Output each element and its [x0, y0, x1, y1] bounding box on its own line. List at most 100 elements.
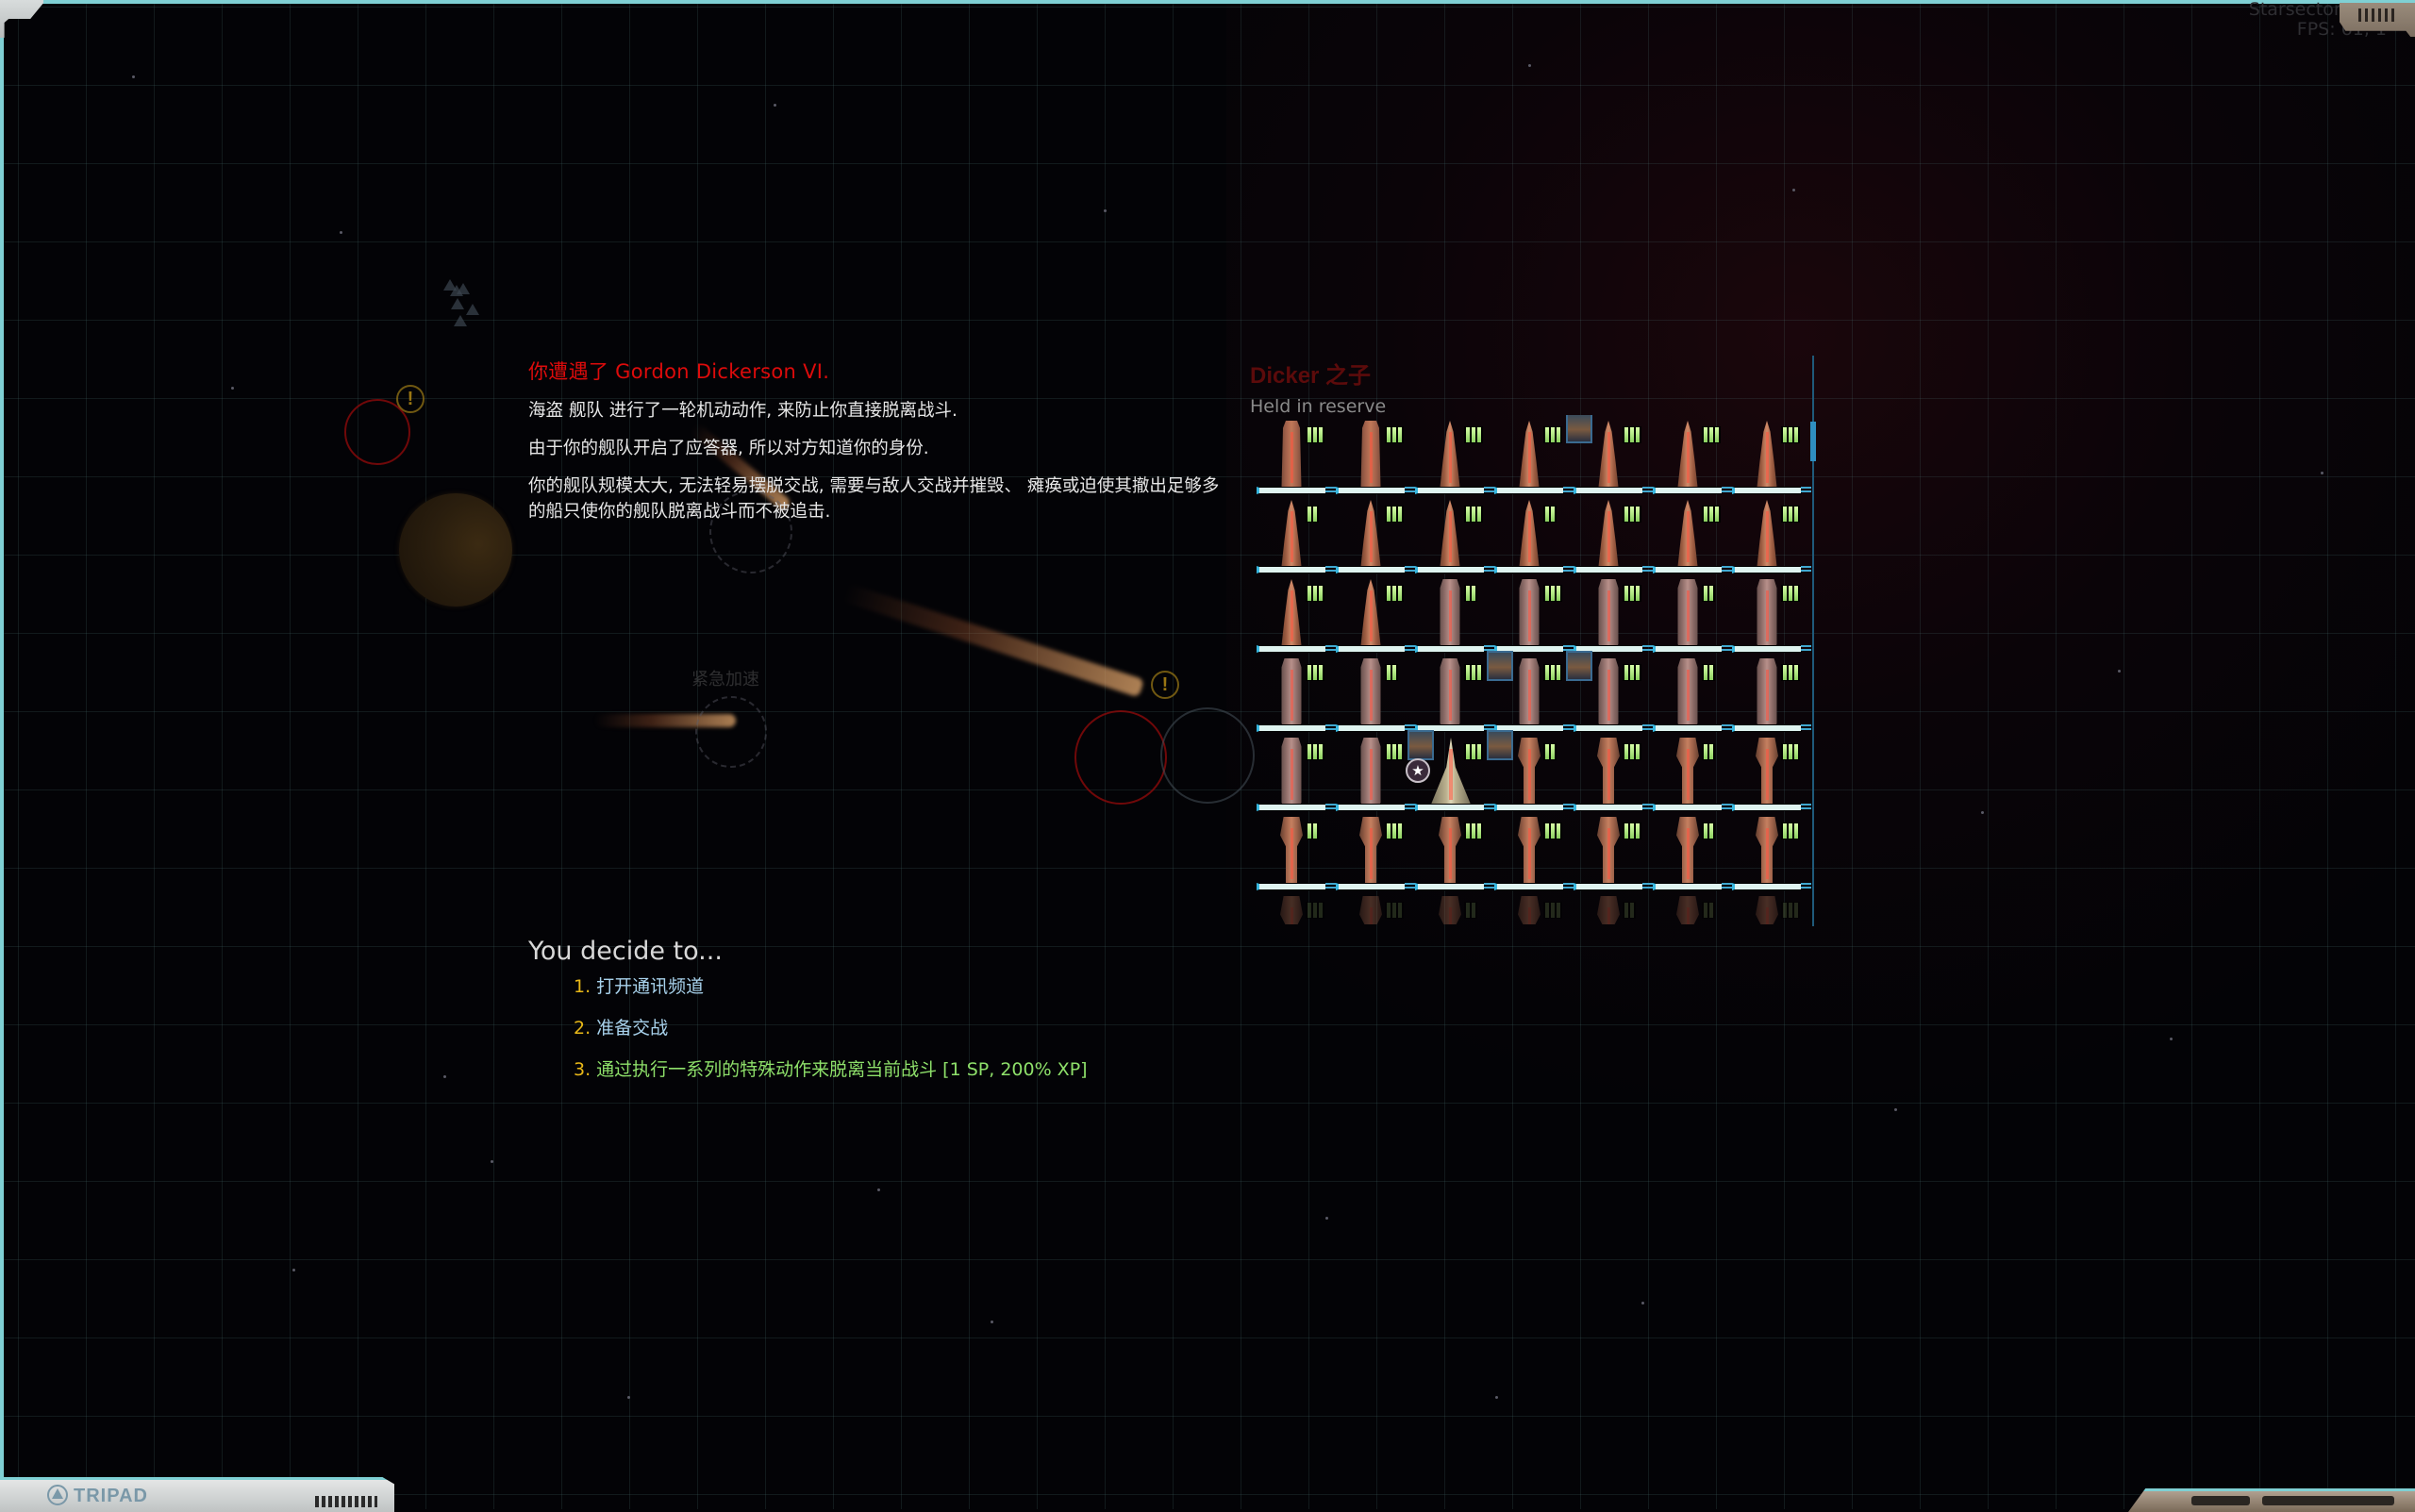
hull-flux-bar	[1494, 883, 1584, 890]
fleet-ship-cell[interactable]	[1257, 494, 1346, 573]
fleet-ship-cell[interactable]	[1732, 494, 1811, 573]
fleet-ship-cell[interactable]: ★	[1406, 730, 1505, 811]
hull-flux-bar	[1257, 487, 1346, 494]
fleet-ship-cell[interactable]	[1415, 811, 1505, 890]
combat-readiness-bars-icon	[1385, 664, 1398, 681]
star	[340, 231, 342, 234]
fleet-ship-cell[interactable]	[1574, 732, 1663, 811]
ship-sprite-icon	[1598, 500, 1619, 573]
star	[877, 1188, 880, 1191]
dialog-paragraph: 海盗 舰队 进行了一轮机动动作, 来防止你直接脱离战斗.	[528, 401, 958, 421]
fleet-ship-cell[interactable]	[1494, 415, 1584, 494]
option-disengage-special-maneuvers[interactable]: 3.通过执行一系列的特殊动作来脱离当前战斗 [1 SP, 200% XP]	[574, 1057, 1088, 1099]
fleet-ship-cell[interactable]	[1653, 732, 1742, 811]
flux-bar-cap	[1801, 883, 1811, 889]
officer-portrait	[1566, 415, 1592, 443]
fleet-ship-cell[interactable]	[1653, 811, 1742, 890]
hull-flux-bar	[1494, 804, 1584, 811]
ship-sprite-icon	[1597, 738, 1620, 811]
fleet-selection-ring[interactable]	[709, 490, 792, 573]
player-fleet-ring[interactable]	[1160, 707, 1255, 804]
fleet-ship-cell[interactable]	[1653, 653, 1742, 732]
fleet-ship-cell[interactable]	[1257, 890, 1336, 924]
combat-readiness-bars-icon	[1464, 822, 1483, 839]
fleet-ship-cell[interactable]	[1257, 653, 1346, 732]
fleet-ship-cell[interactable]	[1494, 811, 1584, 890]
hull-flux-bar	[1336, 487, 1425, 494]
hud-frame-top	[0, 0, 2415, 4]
fleet-ship-cell[interactable]	[1487, 651, 1584, 732]
fleet-ship-cell[interactable]	[1257, 732, 1346, 811]
panel-detail	[2191, 1496, 2250, 1505]
fleet-ship-cell[interactable]	[1566, 651, 1663, 732]
ship-sprite-icon	[1757, 579, 1777, 653]
hostile-fleet-ring[interactable]	[1074, 710, 1167, 805]
star	[2321, 472, 2323, 474]
star	[774, 104, 776, 107]
fleet-ship-cell[interactable]	[1574, 494, 1663, 573]
combat-readiness-bars-icon	[1702, 506, 1721, 523]
fleet-ship-cell[interactable]	[1732, 811, 1811, 890]
hostile-fleet-ring[interactable]	[344, 399, 410, 465]
fleet-ship-cell[interactable]	[1653, 573, 1742, 653]
fleet-ship-cell[interactable]	[1732, 732, 1811, 811]
dialog-paragraph: 你的舰队规模太大, 无法轻易摆脱交战, 需要与敌人交战并摧毁、 瘫痪或迫使其撤出…	[528, 476, 1220, 522]
fleet-ship-cell[interactable]	[1494, 494, 1584, 573]
fleet-ship-cell[interactable]	[1336, 415, 1425, 494]
fleet-ship-cell[interactable]	[1732, 573, 1811, 653]
combat-readiness-bars-icon	[1781, 743, 1800, 760]
fleet-ship-cell[interactable]	[1336, 732, 1425, 811]
fleet-ship-cell[interactable]	[1336, 653, 1425, 732]
fleet-ship-cell[interactable]	[1336, 811, 1425, 890]
fleet-ship-cell[interactable]	[1257, 415, 1346, 494]
fleet-ship-cell[interactable]	[1732, 653, 1811, 732]
combat-readiness-bars-icon	[1781, 822, 1800, 839]
hull-flux-bar	[1257, 804, 1346, 811]
fleet-ship-cell[interactable]	[1336, 890, 1415, 924]
fleet-ship-cell[interactable]	[1566, 415, 1663, 494]
fleet-ship-cell[interactable]	[1487, 730, 1584, 811]
fleet-ship-cell[interactable]	[1494, 573, 1584, 653]
flux-bar-cap	[1801, 566, 1811, 572]
combat-readiness-bars-icon	[1464, 426, 1483, 443]
ship-sprite-icon	[1597, 817, 1620, 890]
option-label: 准备交战	[596, 1018, 669, 1038]
fleet-ship-cell[interactable]	[1257, 573, 1346, 653]
ship-sprite-icon	[1756, 896, 1778, 924]
scrollbar-track[interactable]	[1812, 356, 1814, 926]
hull-flux-bar	[1257, 883, 1346, 890]
fleet-ship-cell[interactable]	[1415, 573, 1505, 653]
fleet-ship-cell[interactable]	[1336, 494, 1425, 573]
fleet-ship-cell[interactable]	[1494, 890, 1574, 924]
fleet-ship-cell[interactable]	[1574, 890, 1653, 924]
ship-sprite-icon	[1598, 658, 1619, 732]
ship-sprite-icon	[1518, 738, 1541, 811]
fleet-ship-cell[interactable]	[1415, 890, 1494, 924]
star	[1104, 209, 1107, 212]
hull-flux-bar	[1415, 566, 1505, 573]
fleet-ship-cell[interactable]	[1257, 811, 1346, 890]
fleet-ship-cell[interactable]	[1415, 653, 1505, 732]
option-prepare-engagement[interactable]: 2.准备交战	[574, 1016, 1088, 1057]
fleet-ship-cell[interactable]	[1415, 494, 1505, 573]
fleet-ship-cell[interactable]	[1732, 415, 1811, 494]
planet[interactable]	[399, 493, 512, 606]
fleet-ship-cell[interactable]	[1732, 890, 1811, 924]
ship-sprite-icon	[1756, 817, 1778, 890]
hull-flux-bar	[1257, 724, 1346, 732]
fleet-ship-cell[interactable]	[1415, 415, 1505, 494]
option-label: 打开通讯频道	[596, 976, 705, 997]
fleet-ship-cell[interactable]	[1336, 573, 1425, 653]
scrollbar-thumb[interactable]	[1810, 422, 1816, 461]
fleet-ship-cell[interactable]	[1653, 890, 1732, 924]
fleet-selection-ring[interactable]	[695, 696, 767, 768]
option-open-comm-link[interactable]: 1.打开通讯频道	[574, 974, 1088, 1016]
star	[540, 368, 542, 371]
fleet-ship-cell[interactable]	[1574, 573, 1663, 653]
combat-readiness-bars-icon	[1385, 506, 1404, 523]
flux-bar-cap	[1801, 487, 1811, 492]
fleet-ship-cell[interactable]	[1653, 494, 1742, 573]
star	[231, 387, 234, 390]
fleet-ship-cell[interactable]	[1653, 415, 1742, 494]
fleet-ship-cell[interactable]	[1574, 811, 1663, 890]
